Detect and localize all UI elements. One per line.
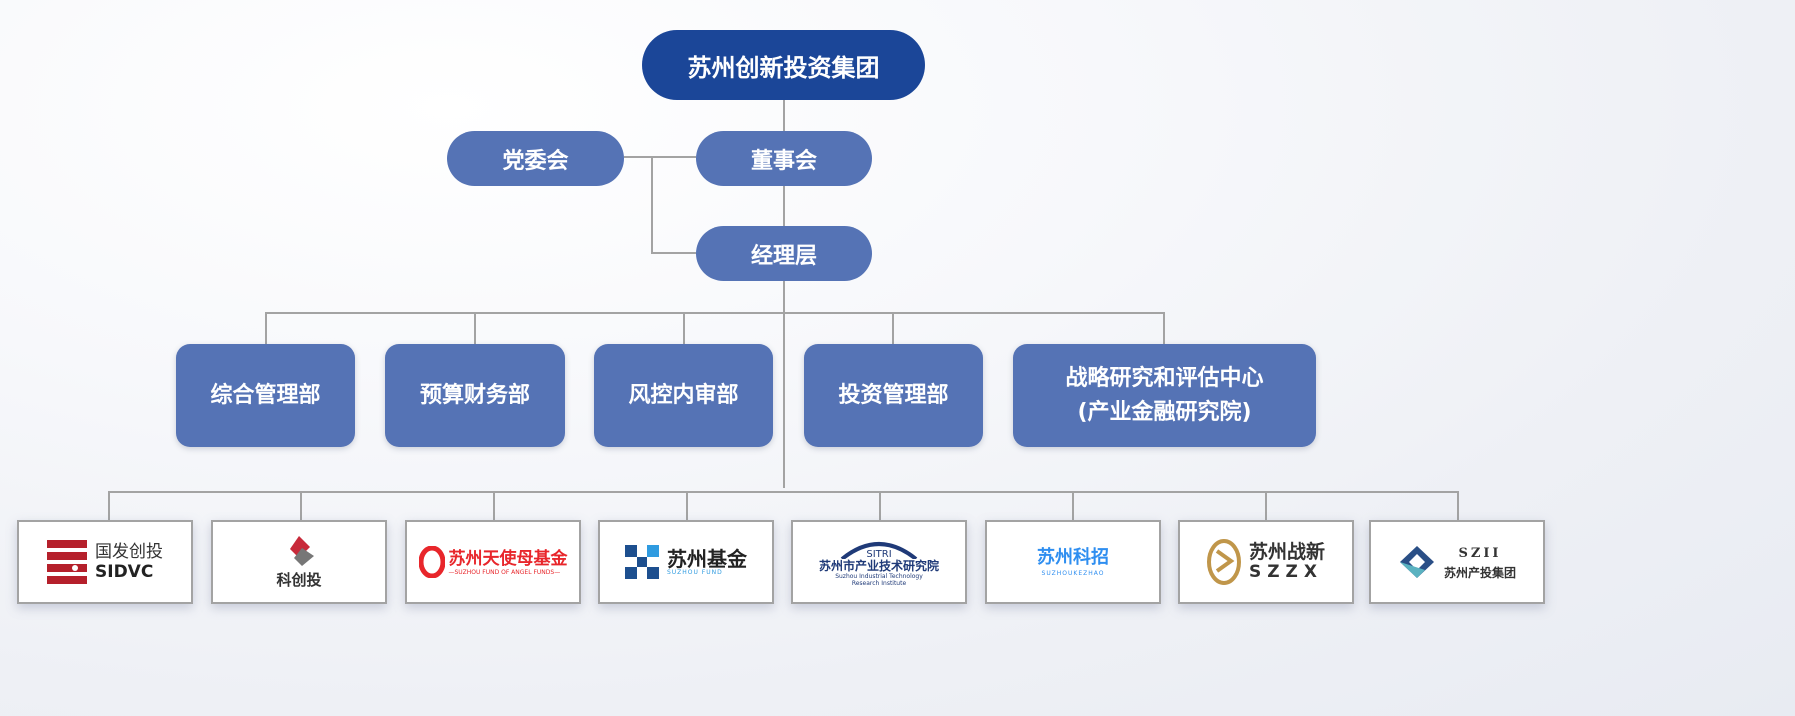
logo-en: SZZX — [1248, 562, 1323, 582]
logo-sitri: SITRI 苏州市产业技术研究院 Suzhou Industrial Techn… — [791, 520, 967, 604]
root-label: 苏州创新投资集团 — [687, 53, 880, 82]
connector — [1457, 491, 1459, 520]
logo-en: Suzhou Industrial Technology Research In… — [835, 573, 923, 587]
logo-en: SUZHOUKEZHAO — [1041, 569, 1105, 577]
connector — [265, 312, 267, 344]
dept-strategy-research: 战略研究和评估中心 (产业金融研究院) — [1013, 344, 1316, 447]
connector — [108, 491, 1459, 493]
root-node: 苏州创新投资集团 — [642, 30, 925, 100]
connector — [1072, 491, 1074, 520]
szii-mark-icon — [1399, 546, 1434, 578]
logo-name: 苏州天使母基金 — [448, 548, 568, 569]
connector — [265, 312, 1165, 314]
suzhou-fund-mark-icon — [625, 545, 659, 579]
logo-en: SUZHOU FUND — [667, 568, 723, 576]
logo-en: SZII — [1458, 545, 1502, 561]
connector — [108, 491, 110, 520]
dept-investment-management: 投资管理部 — [804, 344, 983, 447]
kechuangtou-mark-icon — [290, 536, 314, 566]
logo-kechuangtou: 科创投 — [211, 520, 387, 604]
logo-szii: SZII 苏州产投集团 — [1369, 520, 1545, 604]
dept-label: 投资管理部 — [838, 382, 949, 408]
dept-label: 预算财务部 — [419, 382, 530, 408]
connector — [1163, 312, 1165, 344]
connector — [892, 312, 894, 344]
dept-label: 风控内审部 — [628, 382, 739, 408]
dept-risk-audit: 风控内审部 — [594, 344, 773, 447]
connector — [493, 491, 495, 520]
logo-en: SIDVC — [95, 562, 154, 582]
logo-kezhao: 苏州科招 SUZHOUKEZHAO — [985, 520, 1161, 604]
dept-general-management: 综合管理部 — [176, 344, 355, 447]
dept-label: 综合管理部 — [210, 382, 321, 408]
connector — [683, 312, 685, 344]
logo-name: 苏州战新 — [1248, 541, 1325, 563]
logo-name: 苏州产投集团 — [1443, 565, 1516, 580]
management-label: 经理层 — [750, 243, 817, 269]
connector — [651, 252, 696, 254]
management-node: 经理层 — [696, 226, 872, 281]
dept-sublabel: (产业金融研究院) — [1077, 399, 1252, 425]
connector — [300, 491, 302, 520]
dept-label: 战略研究和评估中心 — [1065, 365, 1264, 391]
logo-name: 苏州科招 — [1037, 546, 1109, 568]
connector — [1265, 491, 1267, 520]
dept-budget-finance: 预算财务部 — [385, 344, 565, 447]
sitri-arch-icon: SITRI — [840, 542, 918, 559]
board-node: 董事会 — [696, 131, 872, 186]
connector — [783, 100, 785, 488]
connector — [651, 156, 653, 254]
angel-fund-mark-icon — [418, 546, 445, 578]
connector — [879, 491, 881, 520]
logo-name: 苏州市产业技术研究院 — [818, 559, 939, 573]
sidvc-mark-icon — [47, 540, 87, 584]
logo-name: 苏州基金 — [667, 546, 747, 571]
party-committee-node: 党委会 — [447, 131, 624, 186]
logo-en: —SUZHOU FUND OF ANGEL FUNDS— — [448, 568, 561, 576]
party-label: 党委会 — [502, 148, 569, 174]
board-label: 董事会 — [750, 148, 817, 174]
logo-name: 科创投 — [276, 571, 322, 589]
connector — [474, 312, 476, 344]
connector — [624, 156, 696, 158]
szzx-mark-icon — [1206, 539, 1241, 585]
connector — [686, 491, 688, 520]
svg-text:SITRI: SITRI — [866, 549, 891, 559]
logo-name: 国发创投 — [95, 542, 163, 562]
logo-angel-fund: 苏州天使母基金—SUZHOU FUND OF ANGEL FUNDS— — [405, 520, 581, 604]
